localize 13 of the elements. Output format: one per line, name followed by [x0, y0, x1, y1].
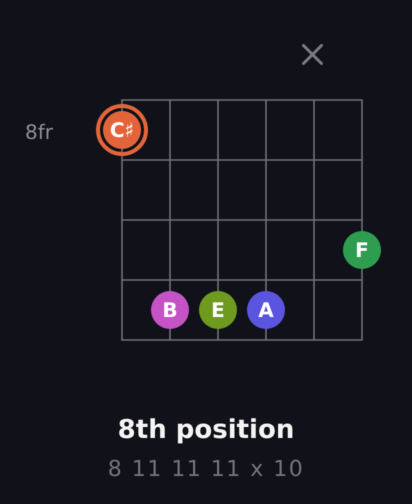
fret-sequence: 8 11 11 11 x 10	[108, 457, 304, 482]
note-name: A	[258, 300, 274, 320]
position-title: 8th position	[116, 417, 296, 443]
note-name: C♯	[110, 120, 134, 140]
note-name: B	[162, 300, 178, 320]
note-dot	[343, 231, 381, 269]
fret-number-label: 8fr	[25, 120, 53, 144]
root-note-dot	[96, 104, 148, 156]
note-dot	[151, 291, 189, 329]
note-name: F	[355, 240, 369, 260]
note-name: E	[211, 300, 225, 320]
note-dot	[247, 291, 285, 329]
note-dot	[199, 291, 237, 329]
